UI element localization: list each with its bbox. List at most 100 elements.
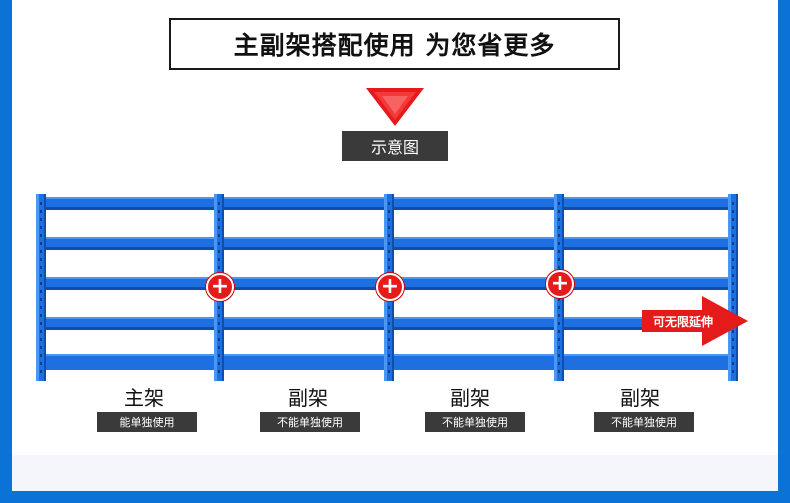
post-hole — [558, 250, 560, 253]
post-hole — [218, 250, 220, 253]
rack-label-3: 副架 — [450, 386, 490, 410]
down-arrow-icon — [366, 88, 424, 126]
post-hole — [218, 346, 220, 349]
post-hole — [558, 330, 560, 333]
post-hole — [388, 362, 390, 365]
post-hole — [388, 234, 390, 237]
post-hole — [732, 346, 734, 349]
post-hole — [558, 266, 560, 269]
diagram-label: 示意图 — [342, 131, 448, 161]
post-hole — [388, 266, 390, 269]
post-hole — [732, 210, 734, 213]
post-hole — [558, 226, 560, 229]
post-hole — [732, 290, 734, 293]
shelf-post — [728, 194, 738, 381]
post-hole — [388, 314, 390, 317]
post-hole — [732, 250, 734, 253]
rack-label-2: 副架 — [288, 386, 328, 410]
post-hole — [558, 362, 560, 365]
post-hole — [388, 210, 390, 213]
post-hole — [40, 282, 42, 285]
post-hole — [558, 242, 560, 245]
shelf-post — [36, 194, 46, 381]
headline-text: 主副架搭配使用 为您省更多 — [233, 31, 556, 60]
post-hole — [732, 218, 734, 221]
post-hole — [40, 314, 42, 317]
post-hole — [732, 354, 734, 357]
post-hole — [558, 218, 560, 221]
post-hole — [40, 370, 42, 373]
plus-symbol: + — [210, 274, 230, 299]
rack-note-3: 不能单独使用 — [425, 412, 525, 432]
post-hole — [558, 338, 560, 341]
bottom-band — [12, 455, 778, 491]
rack-note-1: 能单独使用 — [97, 412, 197, 432]
post-hole — [40, 290, 42, 293]
post-hole — [732, 298, 734, 301]
post-hole — [558, 202, 560, 205]
post-hole — [218, 218, 220, 221]
post-hole — [218, 266, 220, 269]
post-hole — [40, 362, 42, 365]
post-hole — [40, 210, 42, 213]
post-hole — [558, 346, 560, 349]
post-hole — [40, 202, 42, 205]
plus-symbol: + — [550, 271, 570, 296]
post-hole — [218, 258, 220, 261]
post-hole — [40, 274, 42, 277]
rack-label-4: 副架 — [620, 386, 660, 410]
post-hole — [732, 282, 734, 285]
post-hole — [388, 226, 390, 229]
post-hole — [218, 306, 220, 309]
plus-icon-3: + — [546, 270, 574, 298]
post-hole — [40, 306, 42, 309]
post-hole — [732, 338, 734, 341]
post-hole — [218, 338, 220, 341]
rack-note-2: 不能单独使用 — [260, 412, 360, 432]
plus-icon-2: + — [376, 273, 404, 301]
post-hole — [558, 298, 560, 301]
post-hole — [558, 210, 560, 213]
rack-note-text: 能单独使用 — [119, 416, 175, 429]
post-hole — [558, 306, 560, 309]
shelf-post-shadow — [736, 194, 738, 381]
plus-symbol: + — [380, 274, 400, 299]
plus-icon-1: + — [206, 273, 234, 301]
post-hole — [558, 322, 560, 325]
post-hole — [558, 234, 560, 237]
post-hole — [40, 330, 42, 333]
post-hole — [388, 346, 390, 349]
post-hole — [558, 370, 560, 373]
headline-box: 主副架搭配使用 为您省更多 — [169, 18, 620, 70]
rack-note-text: 不能单独使用 — [442, 416, 508, 429]
post-hole — [388, 242, 390, 245]
post-hole — [388, 250, 390, 253]
shelf-post-highlight — [728, 194, 731, 381]
post-hole — [40, 322, 42, 325]
post-hole — [558, 314, 560, 317]
rack-label-1: 主架 — [124, 386, 164, 410]
post-hole — [40, 338, 42, 341]
post-hole — [732, 370, 734, 373]
extend-label-text: 可无限延伸 — [652, 314, 713, 329]
post-hole — [388, 306, 390, 309]
post-hole — [732, 234, 734, 237]
post-hole — [218, 354, 220, 357]
post-hole — [40, 258, 42, 261]
post-hole — [732, 242, 734, 245]
post-hole — [388, 330, 390, 333]
post-hole — [40, 226, 42, 229]
post-hole — [218, 370, 220, 373]
post-hole — [218, 314, 220, 317]
post-hole — [388, 218, 390, 221]
post-hole — [558, 354, 560, 357]
post-hole — [732, 330, 734, 333]
extend-label: 可无限延伸 — [644, 311, 722, 331]
shelf-post-highlight — [36, 194, 39, 381]
post-hole — [218, 322, 220, 325]
post-hole — [732, 226, 734, 229]
post-hole — [40, 346, 42, 349]
shelf-post-shadow — [44, 194, 46, 381]
post-hole — [732, 362, 734, 365]
post-hole — [40, 242, 42, 245]
